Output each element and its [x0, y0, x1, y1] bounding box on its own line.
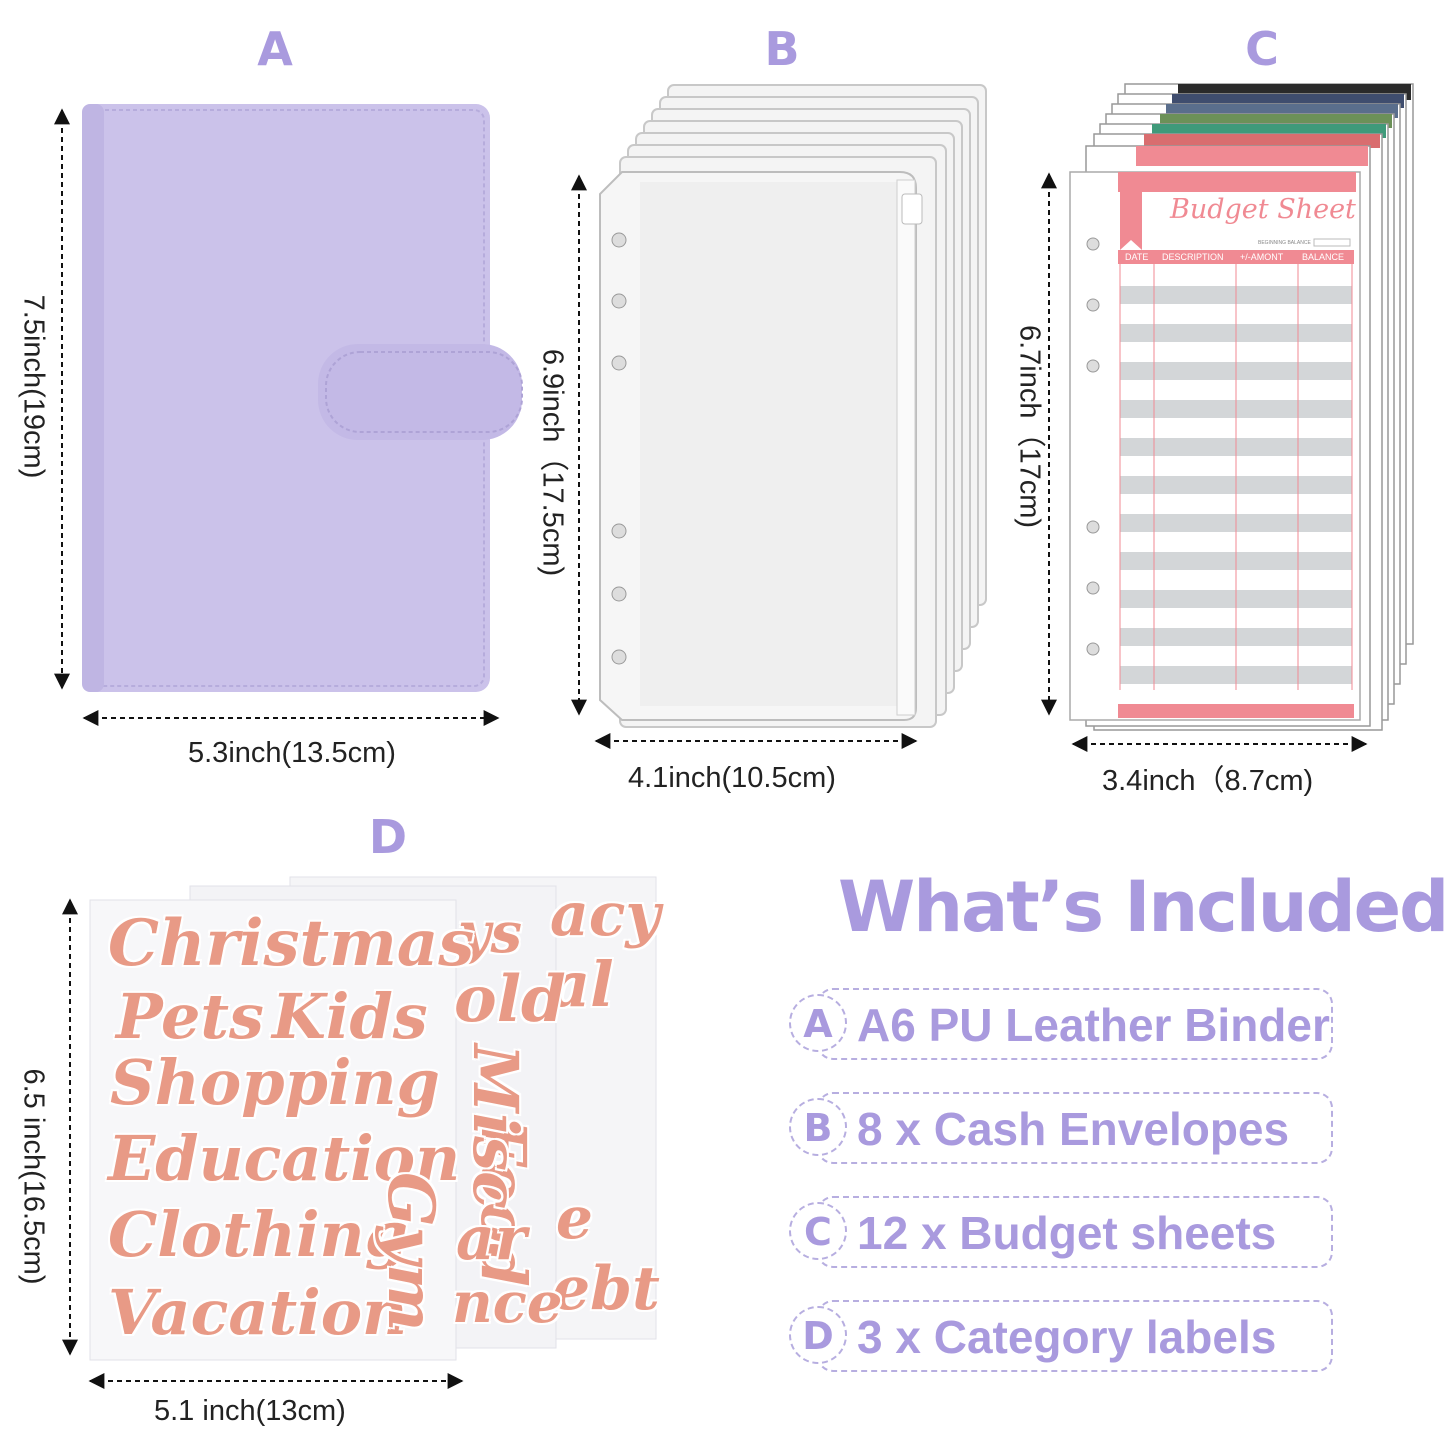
panel-letter-a: A: [257, 22, 293, 76]
label-back-1: acy: [550, 880, 661, 950]
col-date: DATE: [1125, 252, 1149, 262]
binder-width-label: 5.3inch(13.5cm): [188, 737, 396, 769]
included-item-d-text: 3 x Category labels: [857, 1311, 1277, 1363]
label-middle-4: ar: [456, 1204, 527, 1274]
label-back-5: ebt: [552, 1254, 660, 1324]
panel-letter-c: C: [1245, 22, 1279, 76]
included-item-d-badge: D: [789, 1306, 847, 1364]
included-item-b: B 8 x Cash Envelopes: [789, 1092, 1333, 1164]
label-middle-2: old: [454, 962, 566, 1037]
budget-sheet-height-label: 6.7inch（17cm): [1013, 324, 1046, 529]
budget-sheet-width-label: 3.4inch（8.7cm): [1102, 765, 1314, 797]
label-kids: Kids: [272, 980, 428, 1053]
budget-sheet-dimension-arrows: [1041, 172, 1368, 752]
label-shopping: Shopping: [110, 1046, 440, 1119]
label-middle-5: nce: [452, 1270, 563, 1336]
label-back-4: e: [556, 1184, 593, 1252]
envelope-width-label: 4.1inch(10.5cm): [628, 762, 836, 794]
label-middle-3: Misc: [459, 1044, 532, 1209]
included-item-d: D 3 x Category labels: [789, 1300, 1333, 1372]
binder-illustration: [82, 104, 523, 692]
budget-sheet-title: Budget Sheet: [1170, 194, 1356, 225]
label-pets: Pets: [116, 980, 264, 1053]
label-education: Education: [108, 1122, 461, 1195]
envelope-stack: [599, 84, 987, 728]
label-sheet-height-label: 6.5 inch(16.5cm): [17, 1068, 50, 1285]
binder-height-label: 7.5inch(19cm): [17, 294, 50, 479]
panel-letter-d: D: [368, 810, 408, 864]
label-middle-1: ys: [458, 900, 523, 966]
included-item-a: A A6 PU Leather Binder: [789, 988, 1333, 1060]
included-item-c: C 12 x Budget sheets: [789, 1196, 1333, 1268]
label-clothing: Clothing: [108, 1198, 408, 1271]
included-item-a-badge: A: [789, 994, 847, 1052]
col-amount: +/-AMONT: [1240, 252, 1284, 262]
included-item-c-text: 12 x Budget sheets: [857, 1207, 1277, 1259]
label-vacation: Vacation: [108, 1276, 408, 1349]
binder-dimension-arrows: [54, 108, 500, 726]
label-sheet-width-label: 5.1 inch(13cm): [154, 1395, 346, 1427]
included-item-c-badge: C: [789, 1202, 847, 1260]
included-item-a-text: A6 PU Leather Binder: [857, 999, 1330, 1051]
included-item-b-text: 8 x Cash Envelopes: [857, 1103, 1290, 1155]
label-back-2: al: [550, 948, 614, 1021]
panel-letter-b: B: [764, 22, 800, 76]
label-gym: Gym: [373, 1172, 448, 1332]
budget-sheet-stack: [1069, 83, 1414, 731]
envelope-height-label: 6.9inch（17.5cm): [536, 348, 569, 577]
beginning-balance-label: BEGINNING BALANCE: [1258, 240, 1311, 246]
label-christmas: Christmas: [108, 906, 475, 981]
included-item-b-badge: B: [789, 1098, 847, 1156]
whats-included-title: What’s Included: [838, 866, 1445, 948]
col-description: DESCRIPTION: [1162, 252, 1224, 262]
label-dimension-arrows: [62, 898, 464, 1389]
col-balance: BALANCE: [1302, 252, 1345, 262]
label-sheets: [89, 876, 657, 1361]
